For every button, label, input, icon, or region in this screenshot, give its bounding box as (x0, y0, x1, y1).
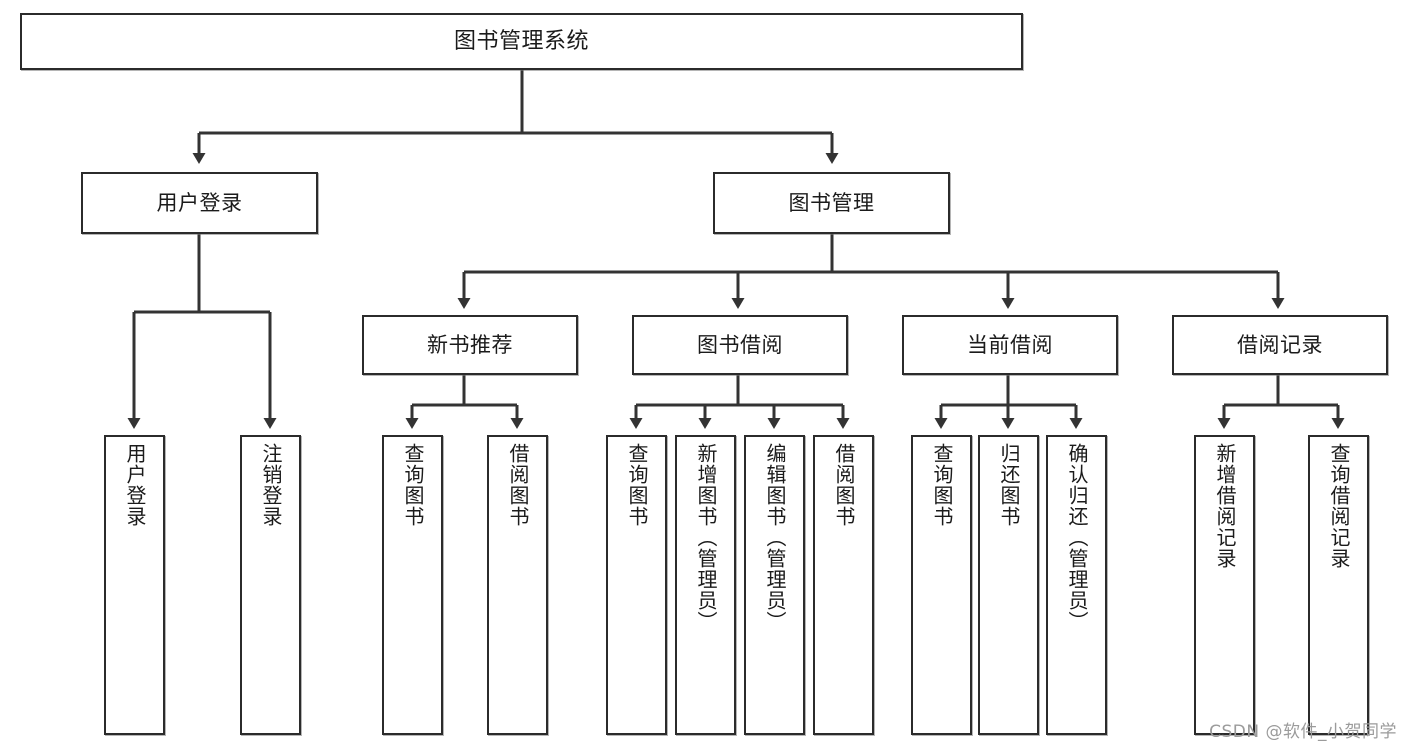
node-leaf-borrow-book-1[interactable]: 借阅图书 (487, 435, 548, 735)
node-label-leaf-user-login: 用户登录 (123, 443, 147, 527)
node-leaf-confirm-return-admin[interactable]: 确认归还（管理员） (1046, 435, 1107, 735)
node-label-leaf-query-borrow-record: 查询借阅记录 (1327, 443, 1351, 569)
node-label-leaf-logout: 注销登录 (259, 443, 283, 527)
node-label-leaf-borrow-book-1: 借阅图书 (506, 443, 530, 527)
node-label-leaf-query-book-2: 查询图书 (625, 443, 649, 527)
node-label-book-borrow: 图书借阅 (697, 332, 783, 357)
node-borrow-record[interactable]: 借阅记录 (1172, 315, 1388, 375)
node-label-current-borrow: 当前借阅 (967, 332, 1053, 357)
node-label-leaf-query-book-3: 查询图书 (930, 443, 954, 527)
node-leaf-return-book[interactable]: 归还图书 (978, 435, 1039, 735)
node-leaf-query-book-1[interactable]: 查询图书 (382, 435, 443, 735)
node-leaf-add-borrow-record[interactable]: 新增借阅记录 (1194, 435, 1255, 735)
node-leaf-edit-book-admin[interactable]: 编辑图书（管理员） (744, 435, 805, 735)
node-leaf-add-book-admin[interactable]: 新增图书（管理员） (675, 435, 736, 735)
node-label-leaf-confirm-return-admin: 确认归还（管理员） (1065, 443, 1089, 632)
node-label-leaf-return-book: 归还图书 (997, 443, 1021, 527)
node-leaf-logout[interactable]: 注销登录 (240, 435, 301, 735)
node-label-borrow-record: 借阅记录 (1237, 332, 1323, 357)
node-label-leaf-query-book-1: 查询图书 (401, 443, 425, 527)
node-book-management[interactable]: 图书管理 (713, 172, 950, 234)
node-label-root: 图书管理系统 (453, 28, 589, 54)
node-leaf-query-book-2[interactable]: 查询图书 (606, 435, 667, 735)
node-book-borrow[interactable]: 图书借阅 (632, 315, 848, 375)
node-label-book-management: 图书管理 (788, 190, 875, 215)
node-leaf-borrow-book-2[interactable]: 借阅图书 (813, 435, 874, 735)
node-leaf-query-borrow-record[interactable]: 查询借阅记录 (1308, 435, 1369, 735)
node-label-new-book-recommend: 新书推荐 (427, 332, 513, 357)
node-user-login[interactable]: 用户登录 (81, 172, 318, 234)
node-label-leaf-add-book-admin: 新增图书（管理员） (694, 443, 718, 632)
node-book-management-system[interactable]: 图书管理系统 (20, 13, 1023, 70)
node-new-book-recommend[interactable]: 新书推荐 (362, 315, 578, 375)
node-label-leaf-edit-book-admin: 编辑图书（管理员） (763, 443, 787, 632)
node-label-leaf-borrow-book-2: 借阅图书 (832, 443, 856, 527)
node-label-leaf-add-borrow-record: 新增借阅记录 (1213, 443, 1237, 569)
node-leaf-user-login[interactable]: 用户登录 (104, 435, 165, 735)
node-current-borrow[interactable]: 当前借阅 (902, 315, 1118, 375)
node-label-user-login: 用户登录 (156, 190, 243, 215)
csdn-watermark: CSDN @软件_小贺同学 (1209, 722, 1397, 742)
node-leaf-query-book-3[interactable]: 查询图书 (911, 435, 972, 735)
